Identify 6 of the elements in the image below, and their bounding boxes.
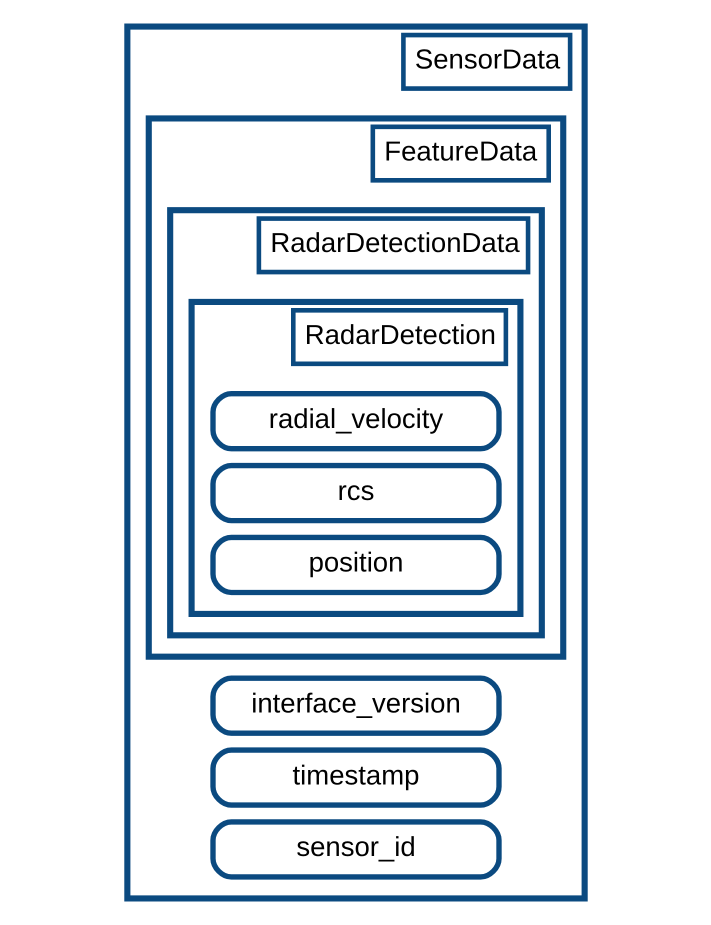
node-box: position	[210, 534, 502, 596]
node-box: sensor_id	[210, 819, 502, 880]
node-box: interface_version	[210, 675, 502, 736]
node-box: rcs	[210, 462, 502, 524]
node-box: timestamp	[210, 747, 502, 808]
node-box: radial_velocity	[210, 391, 502, 452]
